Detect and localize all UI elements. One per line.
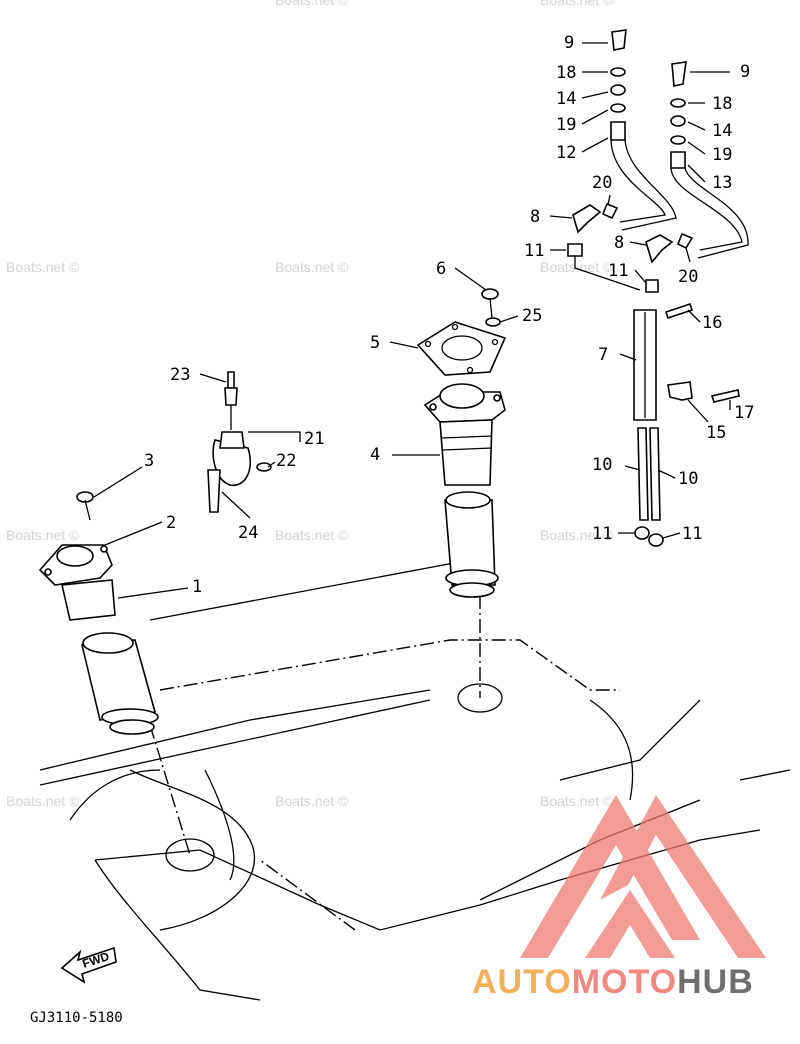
callouts: 9 18 14 19 12 9 18 14 19 13 20 8 11 8 11… [144, 33, 754, 597]
callout-9: 9 [564, 33, 574, 53]
watermark: Boats.net © [540, 527, 614, 543]
callout-17: 17 [734, 403, 754, 423]
watermark: Boats.net © [6, 259, 80, 275]
watermark: Boats.net © [275, 0, 349, 8]
watermark: Boats.net © [275, 259, 349, 275]
callout-19: 19 [556, 115, 576, 135]
watermark: Boats.net © [275, 793, 349, 809]
callout-24: 24 [238, 523, 258, 543]
watermark: Boats.net © [275, 527, 349, 543]
callout-11: 11 [592, 524, 612, 544]
logo-part-moto: MOTO [572, 963, 677, 1001]
callout-9: 9 [740, 62, 750, 82]
logo-triangle-icon [520, 795, 766, 958]
vent-hose-left [38, 544, 159, 735]
watermark: Boats.net © [6, 793, 80, 809]
logo-text: AUTOMOTOHUB [472, 963, 754, 1001]
diagram-code: GJ3110-5180 [30, 1010, 123, 1026]
callout-23: 23 [170, 365, 190, 385]
watermarks: Boats.net © Boats.net © Boats.net © Boat… [6, 0, 614, 809]
callout-18: 18 [712, 94, 732, 114]
leader-lines [93, 42, 731, 599]
callout-20: 20 [592, 173, 612, 193]
callout-19: 19 [712, 145, 732, 165]
callout-25: 25 [522, 306, 542, 326]
bolt-6 [481, 288, 501, 327]
logo-part-auto: AUTO [472, 963, 572, 1001]
clamp-assembly [207, 371, 272, 513]
callout-16: 16 [702, 313, 722, 333]
callout-13: 13 [712, 173, 732, 193]
callout-7: 7 [598, 345, 608, 365]
watermark: Boats.net © [6, 527, 80, 543]
vent-tube-system [567, 29, 749, 547]
callout-10: 10 [678, 469, 698, 489]
bolt-3 [76, 491, 94, 521]
callout-11: 11 [608, 261, 628, 281]
callout-3: 3 [144, 451, 154, 471]
callout-22: 22 [276, 451, 296, 471]
callout-11: 11 [524, 241, 544, 261]
logo-part-hub: HUB [677, 963, 754, 1001]
callout-10: 10 [592, 455, 612, 475]
callout-20: 20 [678, 267, 698, 287]
fwd-arrow: FWD [60, 946, 117, 984]
callout-6: 6 [436, 259, 446, 279]
callout-1: 1 [192, 577, 202, 597]
callout-2: 2 [166, 513, 176, 533]
deck-opening [165, 838, 215, 872]
callout-15: 15 [706, 423, 726, 443]
filler-neck-center [423, 383, 506, 598]
callout-18: 18 [556, 63, 576, 83]
callout-8: 8 [614, 233, 624, 253]
callout-11: 11 [682, 524, 702, 544]
watermark: Boats.net © [540, 0, 614, 8]
gasket-5 [416, 321, 507, 376]
watermark: Boats.net © [540, 259, 614, 275]
callout-4: 4 [370, 445, 380, 465]
deck-opening [457, 683, 503, 713]
callout-5: 5 [370, 333, 380, 353]
automotohub-logo: AUTOMOTOHUB [472, 795, 766, 1001]
callout-14: 14 [556, 89, 576, 109]
watermark: Boats.net © [540, 793, 614, 809]
callout-8: 8 [530, 207, 540, 227]
callout-21: 21 [304, 429, 324, 449]
callout-14: 14 [712, 121, 732, 141]
callout-12: 12 [556, 143, 576, 163]
